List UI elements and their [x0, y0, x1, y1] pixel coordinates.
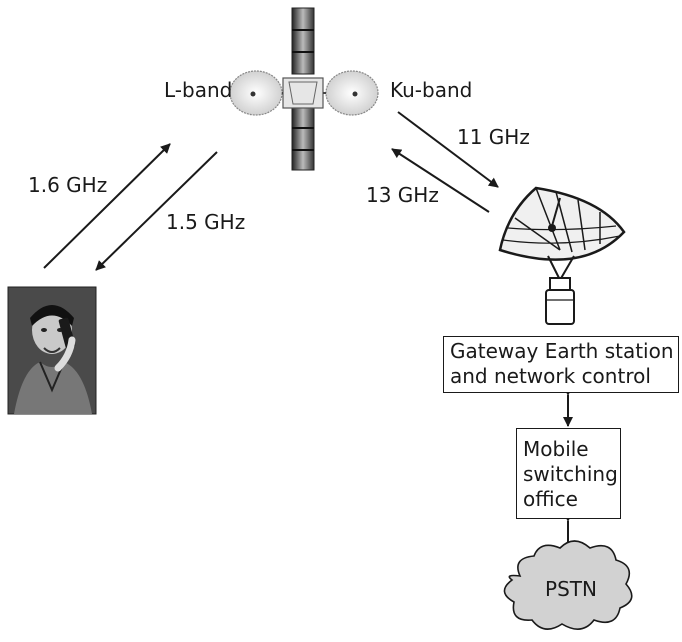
ku-band-label: Ku-band [390, 78, 472, 102]
uplink-frequency-ku: 13 GHz [366, 183, 439, 207]
gateway-line-1: Gateway Earth station [450, 339, 674, 363]
msc-line-2: switching [523, 462, 618, 486]
l-band-label: L-band [164, 78, 232, 102]
pstn-label: PSTN [545, 577, 597, 601]
gateway-dish-antenna-icon [498, 186, 626, 325]
gateway-earth-station-box: Gateway Earth station and network contro… [443, 336, 679, 393]
downlink-arrow-ku-band [397, 111, 499, 188]
uplink-frequency-l: 1.6 GHz [28, 173, 107, 197]
msc-line-1: Mobile [523, 437, 589, 461]
satellite-icon [229, 7, 379, 171]
pstn-cloud-icon [503, 540, 633, 630]
gateway-line-2: and network control [450, 364, 651, 388]
downlink-frequency-ku: 11 GHz [457, 125, 530, 149]
msc-line-3: office [523, 487, 578, 511]
downlink-arrow-l-band [95, 151, 218, 271]
mobile-switching-office-box: Mobile switching office [516, 428, 621, 519]
mobile-user-photo [7, 286, 97, 415]
downlink-frequency-l: 1.5 GHz [166, 210, 245, 234]
uplink-arrow-ku-band [391, 148, 490, 213]
uplink-arrow-l-band [43, 143, 171, 269]
